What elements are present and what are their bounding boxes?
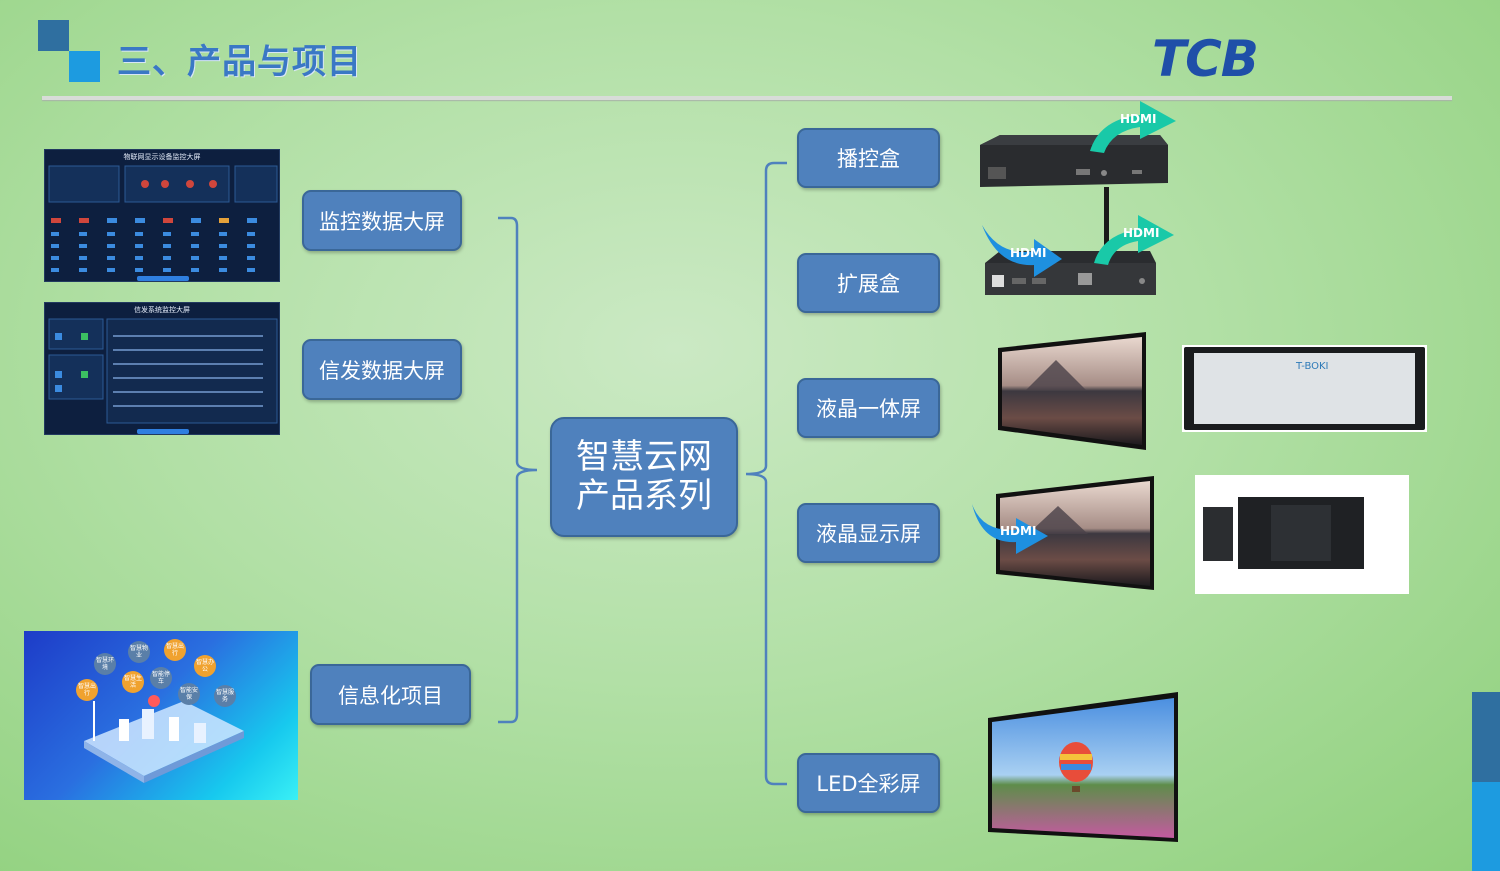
monitor-dashboard-title: 物联网显示设备监控大屏 xyxy=(123,153,201,161)
hdmi-label: HDMI xyxy=(1010,246,1047,260)
hdmi-label: HDMI xyxy=(1123,226,1160,240)
smart-bubble: 智慧物业 xyxy=(128,641,150,663)
smart-city-illustration: 智慧物业 智慧出行 智慧环境 智慧办公 智慧生活 智能停车 智慧出行 智能安保 … xyxy=(24,631,298,800)
signage-dashboard-thumbnail: 信发系统监控大屏 xyxy=(44,302,280,435)
header-divider xyxy=(42,96,1452,100)
header-square-dark xyxy=(38,20,69,51)
smart-bubble: 智能停车 xyxy=(150,667,172,689)
page-title: 三、产品与项目 xyxy=(117,42,362,82)
smart-bubble: 智慧出行 xyxy=(164,639,186,661)
box-led-screen[interactable]: LED全彩屏 xyxy=(797,753,940,813)
smart-city-graphic xyxy=(84,695,244,783)
lcd-all-in-one-image xyxy=(998,332,1146,450)
box-play-control[interactable]: 播控盒 xyxy=(797,128,940,188)
box-info-project[interactable]: 信息化项目 xyxy=(310,664,471,725)
monitor-dashboard-graphic xyxy=(48,165,278,281)
box-signage-dashboard[interactable]: 信发数据大屏 xyxy=(302,339,462,400)
box-expansion[interactable]: 扩展盒 xyxy=(797,253,940,313)
smart-bubble: 智慧出行 xyxy=(76,679,98,701)
box-lcd-display[interactable]: 液晶显示屏 xyxy=(797,503,940,563)
signage-dashboard-title: 信发系统监控大屏 xyxy=(134,306,190,314)
device-boxes-graphic xyxy=(980,101,1176,295)
smart-bubble: 智能安保 xyxy=(178,683,200,705)
hdmi-label: HDMI xyxy=(1000,524,1037,538)
tboki-brand-label: T-BOKI xyxy=(1296,361,1329,372)
tcb-logo: TCB xyxy=(1152,30,1259,88)
edge-bar-light xyxy=(1472,782,1500,871)
hdmi-arrow-lcd xyxy=(972,504,1048,554)
center-line-1: 智慧云网 xyxy=(576,436,712,477)
box-product-series[interactable]: 智慧云网 产品系列 xyxy=(550,417,738,537)
box-monitor-dashboard[interactable]: 监控数据大屏 xyxy=(302,190,462,251)
header-square-light xyxy=(69,51,100,82)
monitor-dashboard-thumbnail: 物联网显示设备监控大屏 xyxy=(44,149,280,282)
smart-bubble: 智慧服务 xyxy=(214,685,236,707)
smart-bubble: 智慧生活 xyxy=(122,671,144,693)
center-line-2: 产品系列 xyxy=(576,476,712,516)
led-screen-image xyxy=(988,692,1178,842)
smart-bubble: 智慧环境 xyxy=(94,653,116,675)
splicing-screen-image xyxy=(1195,475,1409,594)
hdmi-label: HDMI xyxy=(1120,112,1157,126)
lcd-display-image xyxy=(996,476,1154,590)
smart-bubble: 智慧办公 xyxy=(194,655,216,677)
signage-dashboard-graphic xyxy=(48,318,278,434)
tboki-panel-image: T-BOKI xyxy=(1182,345,1427,432)
box-lcd-all-in-one[interactable]: 液晶一体屏 xyxy=(797,378,940,438)
edge-bar-dark xyxy=(1472,692,1500,782)
